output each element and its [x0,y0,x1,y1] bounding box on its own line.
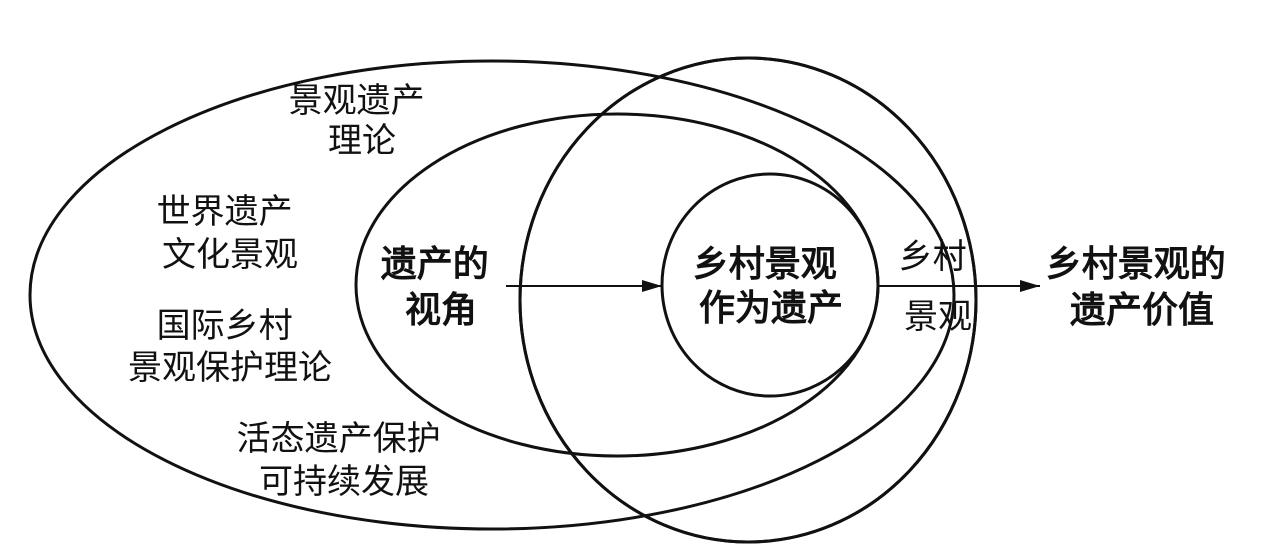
landscape-heritage-theory-label: 景观遗产 理论 [289,81,436,161]
international-rural-landscape-protection-label: 国际乡村 景观保护理论 [128,306,332,388]
heritage-value-label: 乡村景观的 遗产价值 [1046,244,1239,331]
rural-landscape-circle-outline [518,56,978,544]
world-heritage-cultural-landscape-label: 世界遗产 文化景观 [157,192,304,275]
rural-landscape-as-heritage-circle [660,172,880,398]
rural-landscape-label: 乡村 景观 [899,237,978,337]
rural-landscape-as-heritage-label: 乡村景观 作为遗产 [693,244,850,329]
heritage-perspective-label: 遗产的 视角 [381,244,502,331]
living-heritage-sustainable-development-label: 活态遗产保护 可持续发展 [237,419,452,502]
theory-outer-ellipse [28,59,956,531]
